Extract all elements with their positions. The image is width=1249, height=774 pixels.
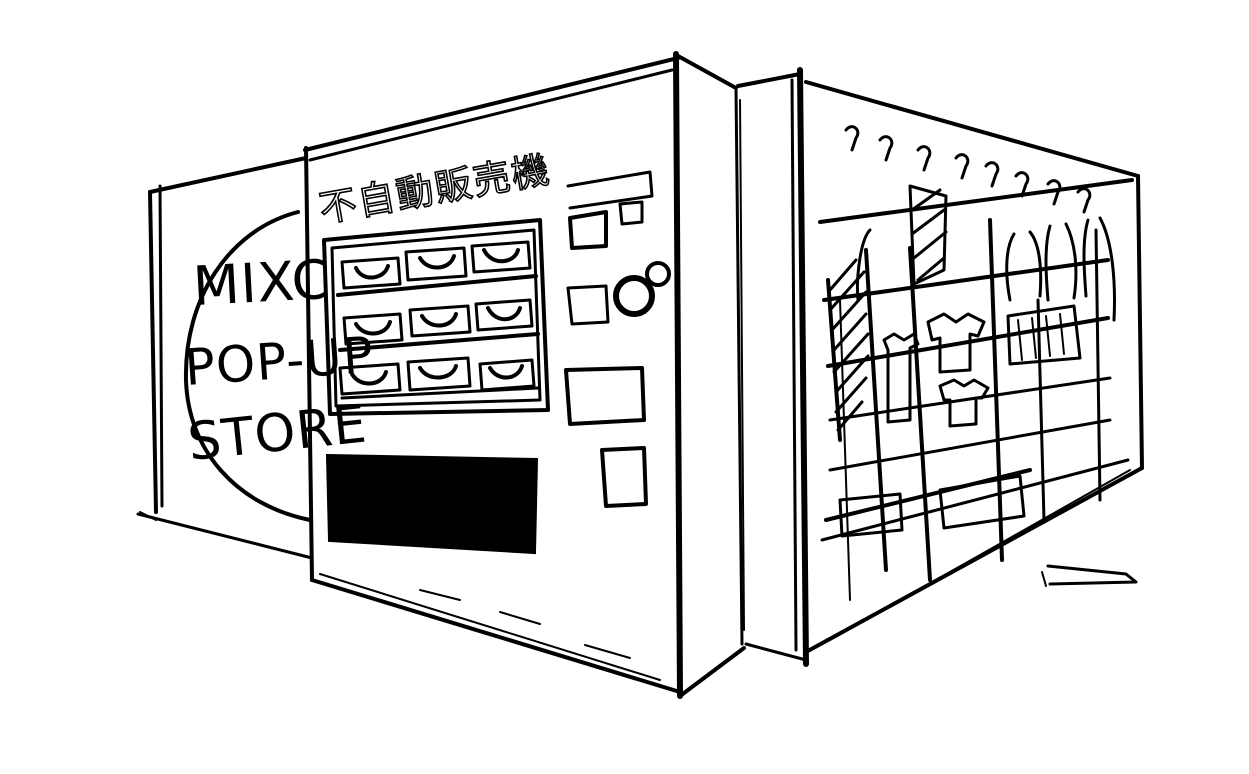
hanger-rail bbox=[818, 178, 1134, 224]
floor-marks bbox=[139, 511, 1138, 587]
vending-machine-side bbox=[676, 54, 746, 698]
dispense-slot bbox=[325, 453, 539, 555]
shirt-item bbox=[470, 240, 532, 274]
hanging-garments bbox=[856, 216, 1116, 322]
change-tray bbox=[564, 366, 646, 426]
shirt-item bbox=[474, 298, 534, 332]
shirt-item bbox=[406, 356, 472, 392]
folded-shirts bbox=[338, 240, 536, 396]
tshirt-display bbox=[882, 304, 1082, 428]
sign-line-popup: POP-UP bbox=[183, 326, 376, 397]
shirt-item bbox=[338, 362, 402, 396]
sign-line-mixc: MIXC bbox=[191, 248, 331, 318]
hatched-panel bbox=[826, 184, 948, 442]
shirt-item bbox=[340, 256, 402, 290]
shirt-item bbox=[408, 304, 472, 338]
shirt-item bbox=[342, 312, 404, 346]
shirt-item bbox=[478, 358, 536, 392]
bill-slot bbox=[566, 170, 654, 210]
shirt-item bbox=[404, 246, 468, 282]
control-panel bbox=[564, 170, 671, 508]
hangers bbox=[844, 125, 1092, 214]
knob-large bbox=[613, 275, 655, 317]
receipt-slot bbox=[600, 446, 648, 508]
machine-title: 不自動販売機 bbox=[316, 148, 554, 231]
select-button bbox=[566, 284, 610, 326]
right-shop-box bbox=[736, 67, 1144, 667]
shelf-uprights bbox=[839, 218, 1102, 601]
knob-small bbox=[645, 261, 671, 287]
coin-button bbox=[568, 210, 608, 250]
return-button bbox=[618, 200, 644, 226]
lower-crates bbox=[838, 474, 1026, 538]
display-window bbox=[322, 218, 550, 416]
